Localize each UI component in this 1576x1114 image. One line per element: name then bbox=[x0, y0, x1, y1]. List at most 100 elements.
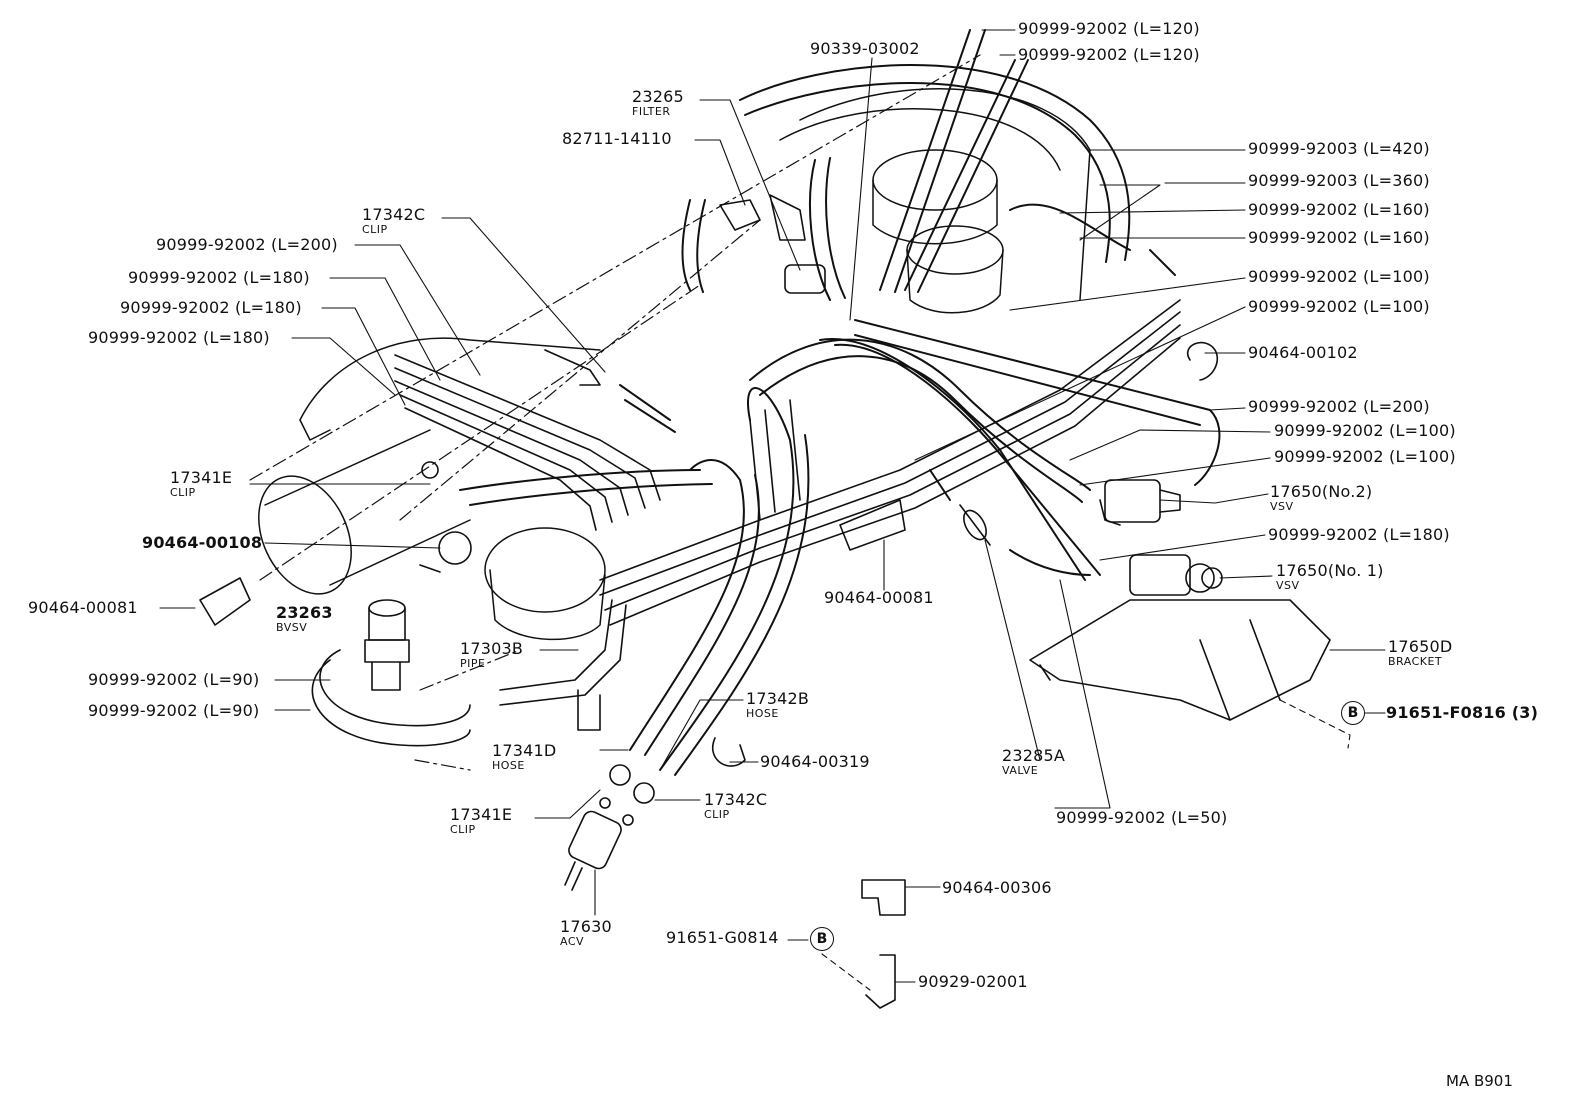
part-number: 90999-92002 (L=50) bbox=[1056, 808, 1228, 827]
part-description: VSV bbox=[1276, 579, 1300, 592]
part-description: ACV bbox=[560, 935, 585, 948]
callout-hose-17341d: 17341D HOSE bbox=[492, 742, 556, 772]
part-number: 91651-G0814 bbox=[666, 928, 779, 947]
callout-hose-l200-right: 90999-92002 (L=200) bbox=[1248, 398, 1430, 416]
callout-90464-00081-left: 90464-00081 bbox=[28, 599, 138, 617]
callout-hose-17342b: 17342B HOSE bbox=[746, 690, 809, 720]
vsv-bracket bbox=[1029, 479, 1331, 721]
part-number: 90999-92002 (L=160) bbox=[1248, 200, 1430, 219]
bvsv-23263 bbox=[311, 599, 471, 747]
callout-hose-l180-a: 90999-92002 (L=180) bbox=[128, 269, 310, 287]
part-number: 82711-14110 bbox=[562, 129, 672, 148]
callout-valve-23285a: 23285A VALVE bbox=[1002, 747, 1065, 777]
callout-clip-17341e-bottom: 17341E CLIP bbox=[450, 806, 512, 836]
part-number: 23285A bbox=[1002, 746, 1066, 765]
part-number: 17341D bbox=[492, 741, 557, 760]
callout-91651-f0816: 91651-F0816 (3) bbox=[1386, 704, 1538, 722]
part-number: 90464-00081 bbox=[824, 588, 934, 607]
callout-clip-17341e-left: 17341E CLIP bbox=[170, 469, 232, 499]
callout-hose-l120-a: 90999-92002 (L=120) bbox=[1018, 20, 1200, 38]
callout-90464-00102: 90464-00102 bbox=[1248, 344, 1358, 362]
callout-clip-17342c-bottom: 17342C CLIP bbox=[704, 791, 767, 821]
dashed-leaders bbox=[821, 699, 1351, 991]
acv-17630 bbox=[564, 797, 634, 891]
part-description: CLIP bbox=[450, 823, 476, 836]
callout-acv-17630: 17630 ACV bbox=[560, 918, 612, 948]
callout-hose-l200-left: 90999-92002 (L=200) bbox=[156, 236, 338, 254]
part-number: 90999-92002 (L=200) bbox=[156, 235, 338, 254]
valve-23285A bbox=[959, 504, 991, 546]
part-number: 90929-02001 bbox=[918, 972, 1028, 991]
callout-hose-l100-c: 90999-92002 (L=100) bbox=[1274, 422, 1456, 440]
callout-bvsv-23263: 23263 BVSV bbox=[276, 604, 333, 634]
callout-hose-l50: 90999-92002 (L=50) bbox=[1056, 809, 1227, 827]
part-number: 90464-00306 bbox=[942, 878, 1052, 897]
callout-90464-00319: 90464-00319 bbox=[760, 753, 870, 771]
part-description: BVSV bbox=[276, 621, 308, 634]
part-description: FILTER bbox=[632, 105, 671, 118]
callout-hose-l180-right: 90999-92002 (L=180) bbox=[1268, 526, 1450, 544]
callout-hose-l90-a: 90999-92002 (L=90) bbox=[88, 671, 259, 689]
part-number: 90464-00081 bbox=[28, 598, 138, 617]
part-number: 90999-92002 (L=180) bbox=[1268, 525, 1450, 544]
part-number: 17650(No.2) bbox=[1270, 482, 1373, 501]
engine-outline bbox=[249, 54, 981, 771]
callout-90929-02001: 90929-02001 bbox=[918, 973, 1028, 991]
part-number: 90999-92002 (L=120) bbox=[1018, 45, 1200, 64]
part-description: BRACKET bbox=[1388, 655, 1443, 668]
part-number: 90999-92002 (L=100) bbox=[1274, 447, 1456, 466]
pipe-bundle bbox=[394, 299, 1181, 731]
air-cleaner bbox=[779, 88, 1091, 314]
callout-hose-l90-b: 90999-92002 (L=90) bbox=[88, 702, 259, 720]
filter-23265 bbox=[719, 194, 826, 294]
part-number: 17630 bbox=[560, 917, 612, 936]
part-number: 90999-92002 (L=180) bbox=[88, 328, 270, 347]
part-number: 90999-92002 (L=100) bbox=[1274, 421, 1456, 440]
diagram-reference-code: MA B901 bbox=[1446, 1072, 1513, 1090]
callout-hose-l100-d: 90999-92002 (L=100) bbox=[1274, 448, 1456, 466]
callout-hose-l120-b: 90999-92002 (L=120) bbox=[1018, 46, 1200, 64]
part-number: 90999-92002 (L=90) bbox=[88, 670, 260, 689]
ref-circle-b-bottom: B bbox=[810, 927, 834, 951]
part-number: 90999-92002 (L=90) bbox=[88, 701, 260, 720]
callout-vsv-no2: 17650(No.2) VSV bbox=[1270, 483, 1372, 513]
part-number: 17650D bbox=[1388, 637, 1453, 656]
part-number: 90339-03002 bbox=[810, 39, 920, 58]
callout-82711-14110: 82711-14110 bbox=[562, 130, 672, 148]
part-description: VSV bbox=[1270, 500, 1294, 513]
part-number: 90999-92002 (L=200) bbox=[1248, 397, 1430, 416]
ref-circle-b-right: B bbox=[1341, 701, 1365, 725]
callout-90464-00306: 90464-00306 bbox=[942, 879, 1052, 897]
callout-pipe-17303b: 17303B PIPE bbox=[460, 640, 523, 670]
part-number: 90999-92003 (L=360) bbox=[1248, 171, 1430, 190]
callout-90464-00081-center: 90464-00081 bbox=[824, 589, 934, 607]
callout-hose-l100-a: 90999-92002 (L=100) bbox=[1248, 268, 1430, 286]
part-number: 17650(No. 1) bbox=[1276, 561, 1384, 580]
part-number: 90999-92002 (L=180) bbox=[120, 298, 302, 317]
part-description: CLIP bbox=[362, 223, 388, 236]
part-number: 90999-92002 (L=100) bbox=[1248, 267, 1430, 286]
callout-clip-17342c-top: 17342C CLIP bbox=[362, 206, 425, 236]
part-description: CLIP bbox=[170, 486, 196, 499]
callout-90464-00108: 90464-00108 bbox=[142, 534, 262, 552]
part-description: CLIP bbox=[704, 808, 730, 821]
right-hoses bbox=[619, 319, 1221, 581]
part-number: 17342B bbox=[746, 689, 810, 708]
part-description: VALVE bbox=[1002, 764, 1039, 777]
callout-hose-l360: 90999-92003 (L=360) bbox=[1248, 172, 1430, 190]
plenum-body bbox=[258, 337, 606, 641]
leader-lines bbox=[159, 29, 1386, 983]
callout-90339-03002: 90339-03002 bbox=[810, 40, 920, 58]
part-number: 17342C bbox=[704, 790, 768, 809]
long-hoses bbox=[459, 387, 810, 776]
callout-hose-l180-c: 90999-92002 (L=180) bbox=[88, 329, 270, 347]
callout-hose-l420: 90999-92003 (L=420) bbox=[1248, 140, 1430, 158]
callout-hose-l100-b: 90999-92002 (L=100) bbox=[1248, 298, 1430, 316]
callout-filter-23265: 23265 FILTER bbox=[632, 88, 684, 118]
part-description: PIPE bbox=[460, 657, 486, 670]
part-number: 90464-00102 bbox=[1248, 343, 1358, 362]
callout-vsv-no1: 17650(No. 1) VSV bbox=[1276, 562, 1384, 592]
part-number: 17342C bbox=[362, 205, 426, 224]
